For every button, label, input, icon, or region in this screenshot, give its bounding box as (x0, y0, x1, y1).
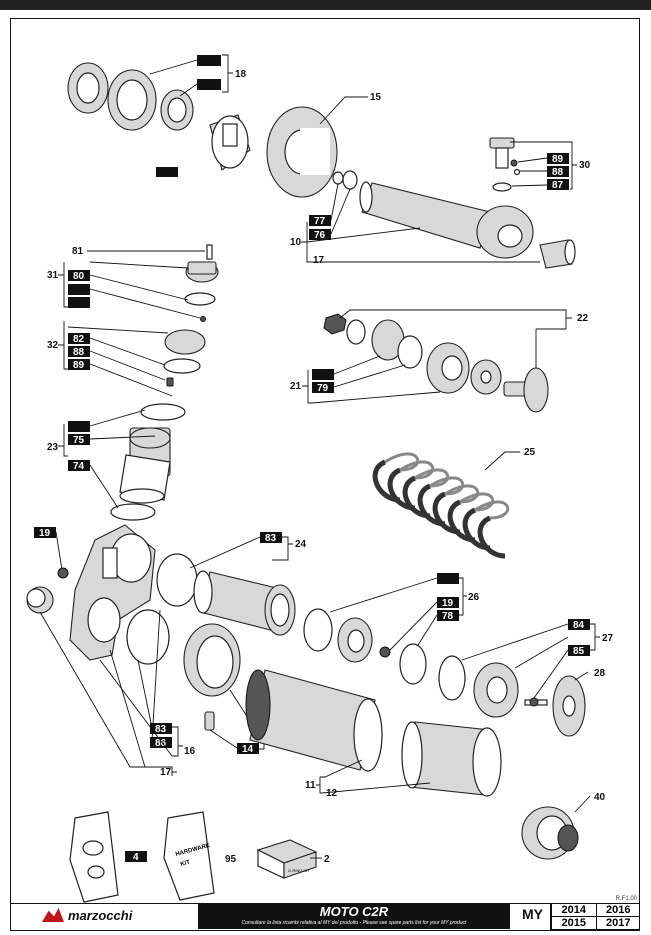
sleeve-24 (193, 570, 296, 636)
plate-15 (266, 106, 338, 198)
bearing-kit-18 (67, 62, 251, 171)
callout-78: 78 (442, 611, 454, 622)
valve-30 (489, 137, 521, 192)
callout-15: 15 (370, 92, 382, 103)
callout-16: 16 (184, 746, 196, 757)
callout-18: 18 (235, 69, 247, 80)
callout-10: 10 (290, 237, 302, 248)
callout-4: 4 (133, 852, 139, 863)
callout-17-top: 17 (313, 255, 325, 266)
drawing-frame (10, 18, 640, 931)
callout-32: 32 (47, 340, 59, 351)
callout-86: 86 (155, 738, 167, 749)
cylinder-10 (332, 170, 576, 269)
callout-31: 31 (47, 270, 59, 281)
callout-22: 22 (577, 313, 589, 324)
bumper-11 (245, 669, 383, 772)
cap-assembly-32 (161, 329, 206, 397)
callout-19-left: 19 (39, 528, 51, 539)
callout-89-top: 89 (552, 154, 564, 165)
callout-12: 12 (326, 788, 338, 799)
callout-81: 81 (72, 246, 84, 257)
callout-40: 40 (594, 792, 606, 803)
callout-83-bottom: 83 (155, 724, 167, 735)
callout-76: 76 (314, 230, 326, 241)
model-years: 2014 2016 2015 2017 (550, 904, 640, 930)
callout-79: 79 (317, 383, 329, 394)
model-note: Consultare la lista ricambi relativa al … (241, 920, 467, 926)
callout-21: 21 (290, 381, 302, 392)
box-text: O-RING KIT (288, 868, 310, 873)
callout-83-top: 83 (265, 533, 277, 544)
callout-19-right: 19 (442, 598, 454, 609)
year-cell: 2015 (551, 917, 596, 930)
callout-85: 85 (573, 646, 585, 657)
callout-30: 30 (579, 160, 591, 171)
callout-95: 95 (225, 854, 237, 865)
o-ring-box-2: O-RING KIT (256, 839, 318, 879)
year-cell: 2017 (595, 917, 640, 930)
bag-kit-text: KIT (180, 860, 191, 868)
seal-bag-4 (69, 811, 119, 903)
callout-14: 14 (242, 744, 254, 755)
callout-82: 82 (73, 334, 85, 345)
callout-24: 24 (295, 539, 307, 550)
piston-26 (303, 608, 427, 685)
model-name: MOTO C2R (319, 904, 389, 919)
callout-88-left: 88 (73, 347, 85, 358)
callout-84: 84 (573, 620, 585, 631)
year-cell: 2016 (595, 904, 640, 917)
callout-75: 75 (73, 435, 85, 446)
callout-25: 25 (524, 447, 536, 458)
adjuster-27 (438, 655, 586, 737)
hardware-bag-95: HARDWARE KIT (163, 811, 215, 901)
reservoir-cap-40 (521, 806, 579, 860)
callout-80: 80 (73, 271, 85, 282)
spring-25 (372, 452, 510, 559)
callout-87: 87 (552, 180, 564, 191)
callout-27: 27 (602, 633, 614, 644)
cartridge-23 (110, 403, 186, 521)
piston-group-21 (323, 313, 549, 413)
footer-bar (11, 903, 639, 931)
callout-11: 11 (305, 780, 316, 791)
brand-logo: marzocchi (42, 904, 192, 926)
callout-26: 26 (468, 592, 480, 603)
callout-2: 2 (324, 854, 330, 865)
callout-23: 23 (47, 442, 59, 453)
callout-17-bottom: 17 (160, 767, 172, 778)
brand-logo-icon (42, 908, 64, 922)
ring-13 (183, 623, 241, 731)
top-bar (0, 0, 651, 10)
callout-77: 77 (314, 216, 326, 227)
callout-88-top: 88 (552, 167, 564, 178)
callout-74: 74 (73, 461, 85, 472)
model-banner: MOTO C2R Consultare la lista ricambi rel… (198, 904, 510, 929)
my-label: MY (522, 906, 543, 922)
callout-89-left: 89 (73, 360, 85, 371)
tube-12 (401, 721, 502, 797)
callout-28: 28 (594, 668, 606, 679)
brand-name: marzocchi (68, 907, 133, 923)
o-rings-83-86 (126, 553, 198, 665)
body-16 (26, 524, 156, 661)
year-cell: 2014 (551, 904, 596, 917)
cap-assembly-31 (184, 244, 219, 322)
reference-code: R.F1.00 (615, 896, 637, 902)
